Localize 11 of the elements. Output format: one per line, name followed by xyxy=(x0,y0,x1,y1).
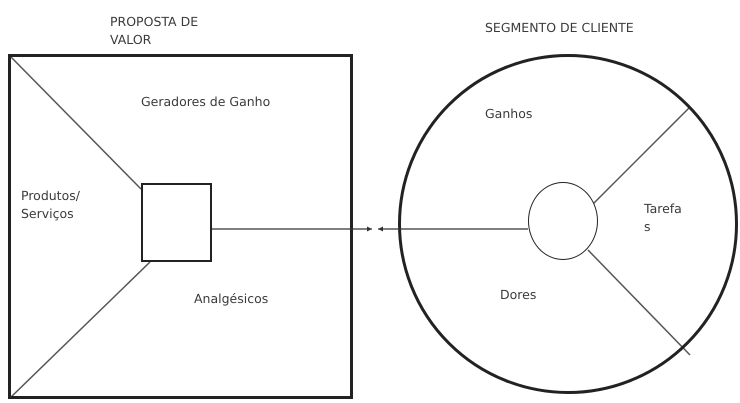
product-box xyxy=(141,183,212,262)
gain-creators-label: Geradores de Ganho xyxy=(141,93,272,111)
value-proposition-heading: PROPOSTA DE VALOR xyxy=(110,13,200,49)
pains-label: Dores xyxy=(500,286,538,304)
gains-label: Ganhos xyxy=(485,105,534,123)
pain-relievers-label: Analgésicos xyxy=(194,290,270,308)
products-services-label: Produtos/ Serviços xyxy=(21,187,81,223)
jobs-label: Tarefa s xyxy=(644,200,683,236)
customer-segment-heading: SEGMENTO DE CLIENTE xyxy=(485,19,635,37)
arrow xyxy=(378,226,528,232)
arrow xyxy=(212,226,372,232)
